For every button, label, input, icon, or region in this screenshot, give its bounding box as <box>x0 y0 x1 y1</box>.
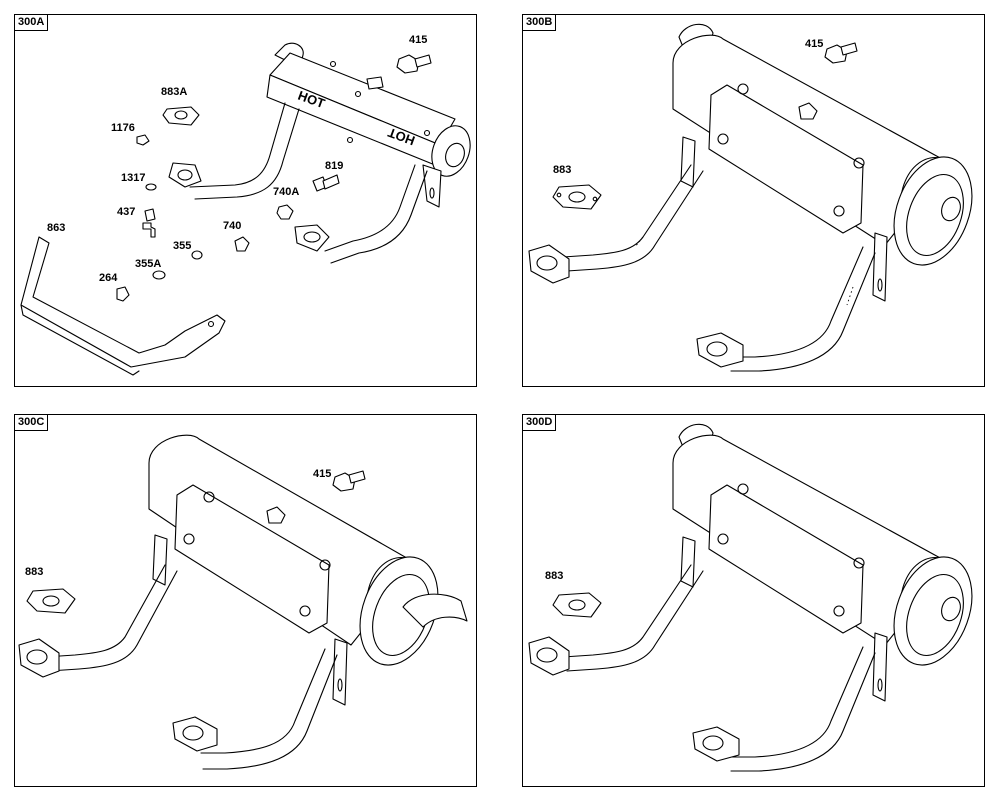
muffler-assembly-diagram: 415 883 <box>18 434 468 770</box>
panel-300b: 300B <box>522 14 985 387</box>
hardware-parts <box>116 54 432 302</box>
callout-740a: 740A <box>273 186 299 198</box>
callout-863: 863 <box>47 222 65 234</box>
callout-819: 819 <box>325 160 343 172</box>
callout-883: 883 <box>545 570 563 582</box>
muffler <box>148 434 468 706</box>
callout-740: 740 <box>223 220 241 232</box>
callout-415: 415 <box>313 468 331 480</box>
panel-tag: 300D <box>523 415 557 431</box>
callout-355: 355 <box>173 240 191 252</box>
panel-tag: 300B <box>523 15 557 31</box>
muffler-assembly-diagram: 883 <box>528 423 973 772</box>
muffler <box>672 23 973 302</box>
callout-437: 437 <box>117 206 135 218</box>
panel-tag: 300A <box>15 15 49 31</box>
gasket-883 <box>26 588 76 614</box>
exhaust-pipes <box>168 102 428 264</box>
panel-300c: 300C <box>14 414 477 787</box>
bracket-863 <box>20 236 226 376</box>
exhaust-pipes <box>528 164 876 372</box>
exhaust-pipes <box>18 564 338 770</box>
panel-300a: 300A HOT HOT <box>14 14 477 387</box>
callout-264: 264 <box>99 272 118 284</box>
panel-tag: 300C <box>15 415 49 431</box>
panel-300d: 300D <box>522 414 985 787</box>
bolt-415 <box>824 42 858 64</box>
callout-355a: 355A <box>135 258 161 270</box>
muffler-assembly-diagram: 415 883 <box>528 23 973 372</box>
gasket-883 <box>552 184 602 210</box>
callout-1317: 1317 <box>121 172 145 184</box>
muffler <box>672 423 973 702</box>
callout-883: 883 <box>553 164 571 176</box>
muffler-exploded-diagram: HOT HOT <box>20 34 471 376</box>
bolt-415 <box>332 470 366 492</box>
exhaust-pipes <box>528 564 876 772</box>
callout-883a: 883A <box>161 86 187 98</box>
gasket-883 <box>552 592 602 618</box>
callout-883: 883 <box>25 566 43 578</box>
callout-415: 415 <box>805 38 823 50</box>
muffler: HOT HOT <box>266 42 471 208</box>
callout-1176: 1176 <box>111 122 135 134</box>
callout-415: 415 <box>409 34 427 46</box>
